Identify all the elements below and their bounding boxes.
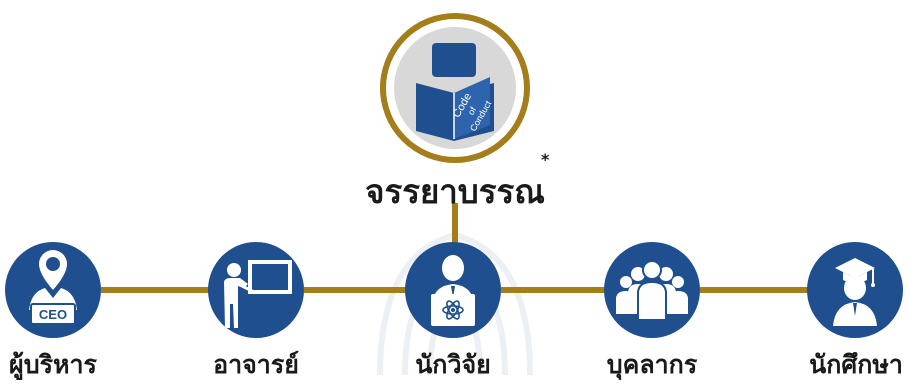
teacher-whiteboard-icon xyxy=(224,260,292,328)
node-executive: CEO xyxy=(5,242,101,338)
node-label-teacher: อาจารย์ xyxy=(213,350,299,379)
ceo-badge-text: CEO xyxy=(39,307,67,322)
node-staff xyxy=(604,242,700,338)
connector-vertical xyxy=(452,203,458,258)
node-student xyxy=(807,242,903,338)
node-label-student: นักศึกษา xyxy=(809,350,903,379)
hub-title: จรรยาบรรณ xyxy=(365,172,545,211)
connector-3-4 xyxy=(501,287,605,293)
staff-group-icon xyxy=(616,260,688,321)
node-researcher xyxy=(405,242,501,338)
hub-asterisk: * xyxy=(541,150,550,169)
connector-4-5 xyxy=(700,287,808,293)
node-label-executive: ผู้บริหาร xyxy=(9,350,97,379)
ceo-executive-icon: CEO xyxy=(29,250,77,325)
code-of-conduct-book-icon: Code of Conduct xyxy=(416,43,494,141)
node-label-staff: บุคลากร xyxy=(606,350,698,379)
researcher-laptop-icon xyxy=(431,255,475,326)
code-of-conduct-hub: Code of Conduct xyxy=(380,13,530,163)
node-label-researcher: นักวิจัย xyxy=(415,350,491,379)
connector-2-3 xyxy=(304,287,406,293)
hub-icon-background: Code of Conduct xyxy=(394,27,516,149)
book-text-of: of xyxy=(466,105,479,117)
graduate-student-icon xyxy=(833,258,877,326)
node-teacher xyxy=(208,242,304,338)
connector-1-2 xyxy=(101,287,209,293)
